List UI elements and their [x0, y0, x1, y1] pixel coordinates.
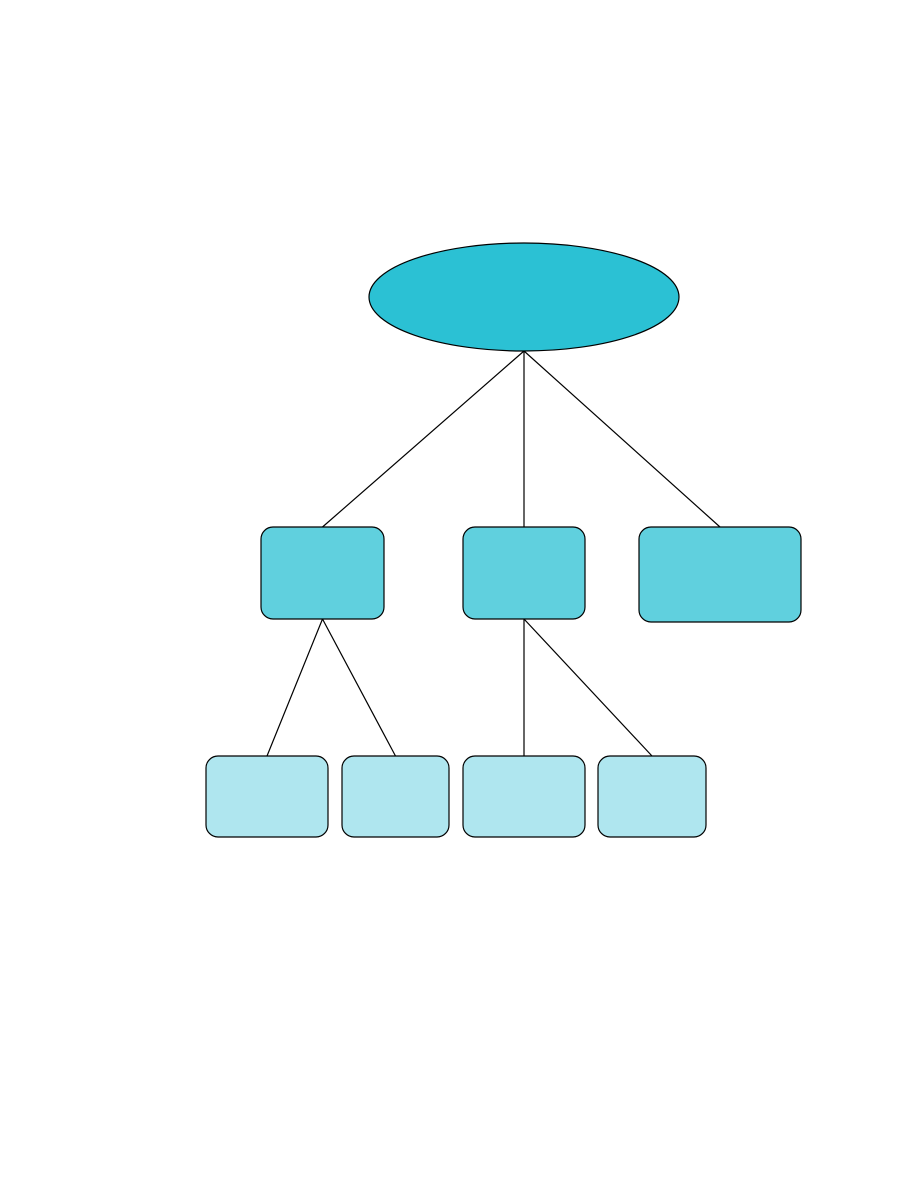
edge-child-1-to-grandchild-2: [321, 618, 397, 757]
node-child-1: [260, 526, 385, 620]
node-child-2: [462, 526, 586, 620]
node-shape-child-1: [260, 526, 385, 620]
edge-child-1-to-grandchild-1: [266, 618, 324, 757]
node-shape-child-3: [638, 526, 802, 623]
node-shape-grandchild-4: [597, 755, 707, 838]
node-grandchild-2: [341, 755, 450, 838]
nodes-layer: [205, 242, 802, 838]
node-shape-grandchild-2: [341, 755, 450, 838]
node-shape-root: [368, 242, 680, 352]
node-shape-grandchild-1: [205, 755, 329, 838]
edge-child-2-to-grandchild-4: [523, 618, 653, 757]
node-grandchild-4: [597, 755, 707, 838]
node-root: [368, 242, 680, 352]
edges-layer: [266, 350, 721, 757]
edge-root-to-child-3: [523, 350, 721, 528]
node-grandchild-3: [462, 755, 586, 838]
node-shape-child-2: [462, 526, 586, 620]
node-child-3: [638, 526, 802, 623]
node-grandchild-1: [205, 755, 329, 838]
node-shape-grandchild-3: [462, 755, 586, 838]
edge-root-to-child-1: [322, 350, 525, 528]
